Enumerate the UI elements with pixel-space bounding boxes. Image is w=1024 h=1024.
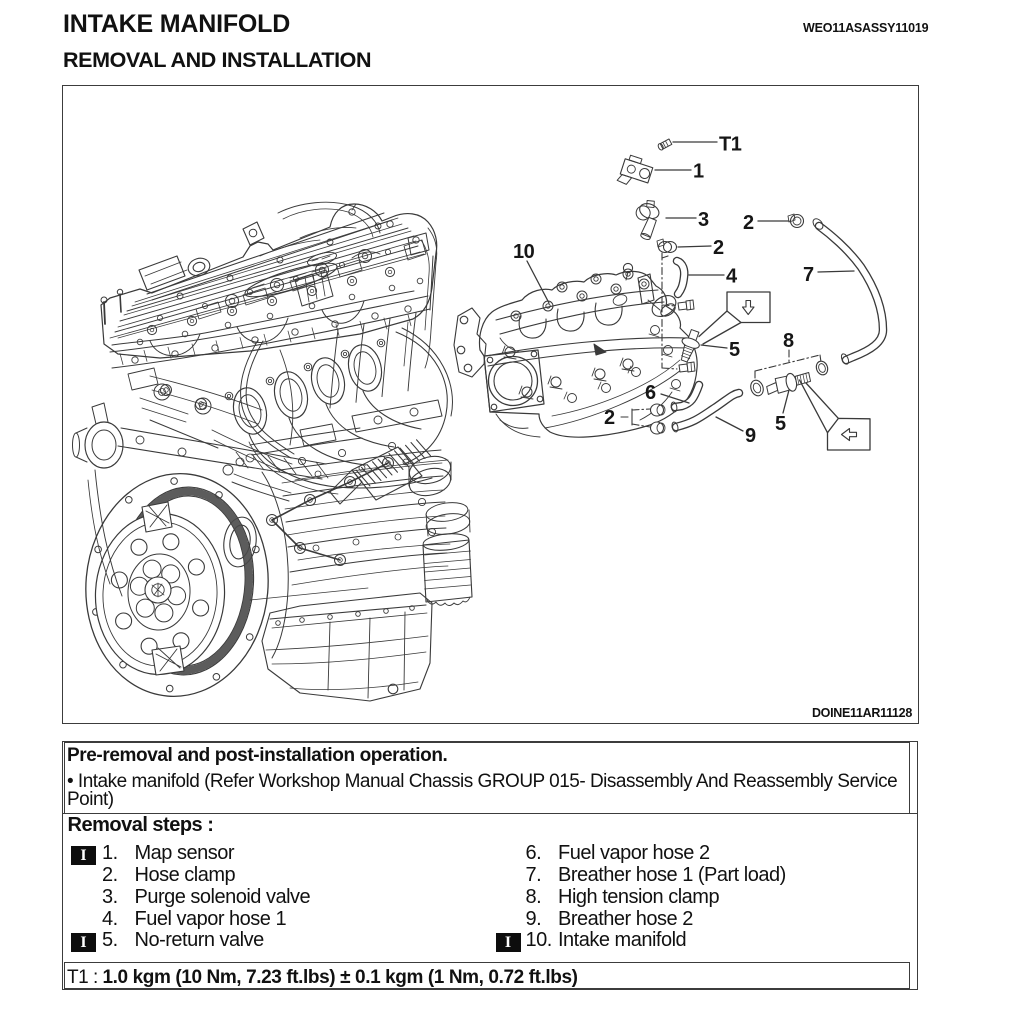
svg-text:9: 9 (745, 425, 756, 447)
svg-text:3: 3 (698, 209, 709, 231)
svg-text:6: 6 (645, 382, 656, 404)
svg-text:T1: T1 (719, 134, 742, 156)
svg-text:2: 2 (713, 237, 724, 259)
svg-text:1: 1 (693, 161, 704, 183)
svg-text:5: 5 (729, 339, 740, 361)
svg-text:2: 2 (604, 407, 615, 429)
svg-text:2: 2 (743, 212, 754, 234)
svg-text:8: 8 (783, 330, 794, 352)
svg-text:10: 10 (513, 241, 535, 263)
svg-text:7: 7 (803, 264, 814, 286)
svg-text:5: 5 (775, 413, 786, 435)
svg-text:4: 4 (726, 266, 738, 288)
